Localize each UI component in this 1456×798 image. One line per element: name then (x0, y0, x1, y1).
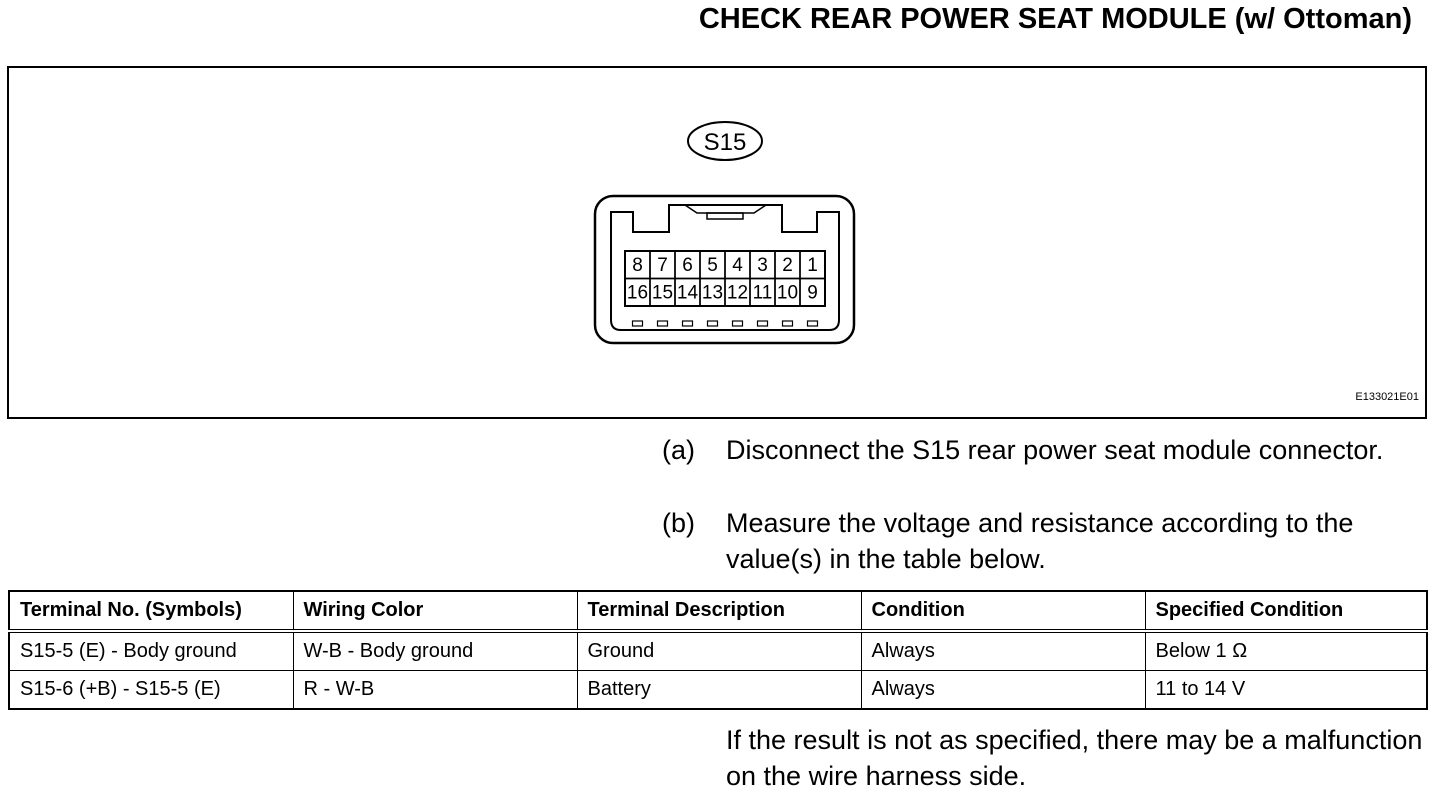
pin-number: 12 (727, 283, 748, 304)
pin-number: 13 (702, 283, 723, 304)
pin-number: 10 (777, 283, 798, 304)
pin-number: 1 (807, 255, 818, 276)
terminal-tick (631, 320, 644, 327)
connector-inner-outline (610, 204, 840, 331)
table-row: S15-5 (E) - Body ground W-B - Body groun… (8, 630, 1428, 671)
figure-code: E133021E01 (1355, 391, 1419, 403)
pin-number: 16 (627, 283, 648, 304)
header-condition: Condition (860, 590, 1146, 633)
table-cell: S15-6 (+B) - S15-5 (E) (8, 670, 294, 710)
terminal-ticks (631, 320, 819, 327)
table-cell: Always (860, 670, 1146, 710)
pin-cell (799, 277, 826, 307)
pin-number: 5 (707, 255, 718, 276)
connector-latch (684, 204, 767, 214)
step-label: (a) (662, 435, 695, 465)
step-label: (b) (662, 508, 695, 538)
table-cell: R - W-B (292, 670, 578, 710)
pin-number: 6 (682, 255, 693, 276)
table-cell: Always (860, 630, 1146, 671)
connector-latch-tab (706, 212, 744, 220)
step-text: Disconnect the S15 rear power seat modul… (726, 435, 1384, 465)
terminal-tick (756, 320, 769, 327)
page-title: CHECK REAR POWER SEAT MODULE (w/ Ottoman… (698, 3, 1412, 35)
pin-number: 14 (677, 283, 699, 304)
connector-housing (593, 194, 856, 345)
pin-number: 2 (782, 255, 793, 276)
table-cell: 11 to 14 V (1144, 670, 1428, 710)
terminal-tick (731, 320, 744, 327)
pin-number: 11 (753, 283, 773, 304)
pin-number: 4 (732, 255, 743, 276)
table-cell: S15-5 (E) - Body ground (8, 630, 294, 671)
terminal-tick (806, 320, 819, 327)
terminal-tick (681, 320, 694, 327)
terminal-tick (781, 320, 794, 327)
table-cell: W-B - Body ground (292, 630, 578, 671)
pin-number: 7 (657, 255, 668, 276)
terminal-tick (656, 320, 669, 327)
header-terminal-no: Terminal No. (Symbols) (8, 590, 294, 633)
result-note: If the result is not as specified, there… (726, 725, 1423, 791)
specification-table: Terminal No. (Symbols) Wiring Color Term… (8, 590, 1428, 710)
table-header-row: Terminal No. (Symbols) Wiring Color Term… (8, 590, 1428, 633)
connector-label: S15 (704, 129, 747, 156)
table-cell: Battery (576, 670, 862, 710)
step-text: Measure the voltage and resistance accor… (726, 508, 1354, 574)
terminal-tick (706, 320, 719, 327)
table-cell: Ground (576, 630, 862, 671)
header-specified-condition: Specified Condition (1144, 590, 1428, 633)
header-terminal-description: Terminal Description (576, 590, 862, 633)
pin-number: 15 (652, 283, 673, 304)
header-wiring-color: Wiring Color (292, 590, 578, 633)
table-row: S15-6 (+B) - S15-5 (E) R - W-B Battery A… (8, 670, 1428, 710)
pin-number: 3 (757, 255, 768, 276)
table-cell: Below 1 Ω (1144, 630, 1428, 671)
pin-number: 8 (632, 255, 643, 276)
connector-label-ellipse (687, 121, 763, 161)
pin-number: 9 (807, 283, 818, 304)
